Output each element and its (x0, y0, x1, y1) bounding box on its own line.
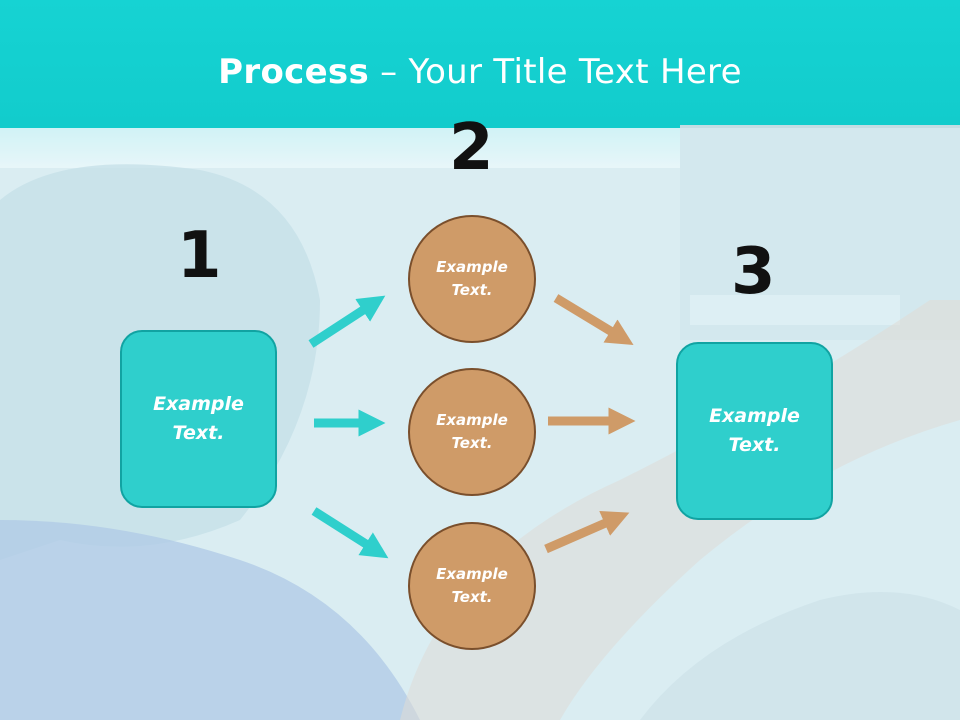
left-box[interactable]: Example Text. (120, 330, 277, 508)
header-band (0, 0, 960, 128)
title-bold: Process (218, 52, 370, 92)
arrow-to-top (308, 295, 386, 348)
step-number-2: 2 (449, 111, 494, 185)
arrow-to-bottom (311, 507, 389, 559)
step-number-1: 1 (177, 219, 222, 293)
circle-bottom[interactable]: Example Text. (408, 522, 536, 650)
step-number-3: 3 (731, 235, 776, 309)
arrow-from-bottom (544, 511, 630, 554)
title-rest: – Your Title Text Here (369, 52, 742, 92)
slide-title: Process – Your Title Text Here (0, 52, 960, 92)
circle-middle[interactable]: Example Text. (408, 368, 536, 496)
right-box[interactable]: Example Text. (676, 342, 833, 520)
surgeon-shoulder-shape (0, 520, 420, 720)
circle-top[interactable]: Example Text. (408, 215, 536, 343)
arrow-from-top (553, 294, 634, 345)
